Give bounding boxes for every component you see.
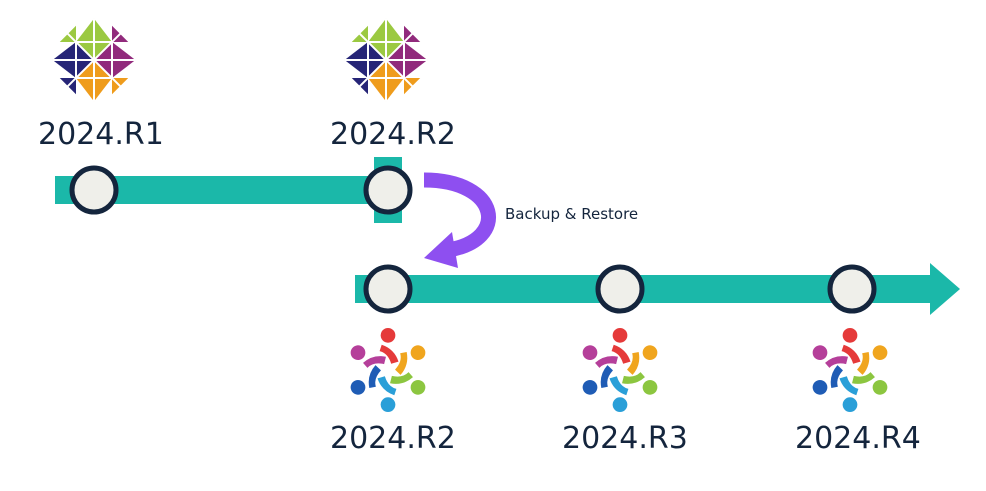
community-logo xyxy=(346,328,429,412)
curved-arrow-head xyxy=(424,232,458,268)
centos-logo xyxy=(343,17,429,103)
centos-logo xyxy=(51,17,137,103)
node-old-r1 xyxy=(69,165,119,215)
release-label-new-r4: 2024.R4 xyxy=(795,421,921,456)
community-logo xyxy=(578,328,661,412)
node-old-r2 xyxy=(363,165,413,215)
release-label-new-r2: 2024.R2 xyxy=(330,421,456,456)
backup-restore-label: Backup & Restore xyxy=(505,205,639,223)
release-label-new-r3: 2024.R3 xyxy=(562,421,688,456)
community-logo xyxy=(808,328,891,412)
release-label-old-r1: 2024.R1 xyxy=(38,117,164,152)
curved-arrow-icon xyxy=(423,172,496,258)
node-new-r2 xyxy=(363,264,413,314)
release-label-old-r2: 2024.R2 xyxy=(330,117,456,152)
node-new-r4 xyxy=(827,264,877,314)
node-new-r3 xyxy=(595,264,645,314)
timeline-arrowhead xyxy=(930,263,960,315)
